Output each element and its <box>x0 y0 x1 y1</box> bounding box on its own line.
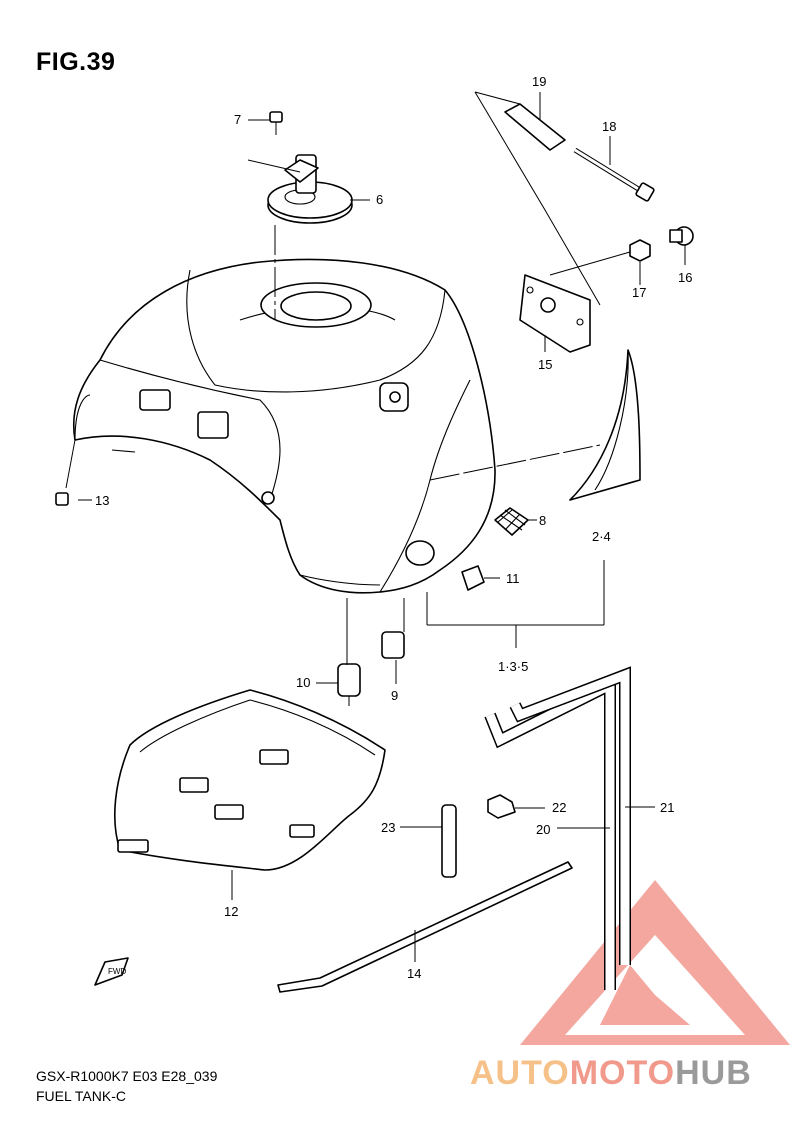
fwd-arrow-icon: FWD <box>94 957 129 986</box>
cover-line <box>429 444 601 481</box>
callout-15: 15 <box>538 357 552 372</box>
rod-14 <box>277 861 573 993</box>
fuel-tank <box>72 258 496 594</box>
callout-2-4: 2·4 <box>592 529 611 544</box>
side-cover <box>569 349 641 501</box>
clamp-22 <box>487 794 516 819</box>
assembly-line-17 <box>549 251 631 276</box>
callout-10: 10 <box>296 675 310 690</box>
clip-23 <box>441 804 457 878</box>
hose-19 <box>504 103 566 151</box>
callout-7: 7 <box>234 112 241 127</box>
callout-labels: 7 6 19 18 16 17 15 8 2·4 11 13 1·3·5 10 … <box>95 74 692 981</box>
watermark-part-2: MOTO <box>569 1054 676 1092</box>
callout-9: 9 <box>391 688 398 703</box>
bolt-16 <box>669 226 694 246</box>
watermark-logo <box>520 880 790 1045</box>
watermark-part-1: AUTO <box>470 1054 570 1092</box>
callout-11: 11 <box>506 571 520 586</box>
bolt-18 <box>573 147 655 202</box>
fwd-label: FWD <box>108 967 126 976</box>
footer-model: GSX-R1000K7 E03 E28_039 <box>36 1068 218 1084</box>
bolt-13 <box>55 439 76 506</box>
callout-19: 19 <box>532 74 546 89</box>
damper-10 <box>337 663 361 706</box>
mat-12 <box>114 689 386 900</box>
fuel-cap-assembly <box>247 154 353 224</box>
watermark-part-3: HUB <box>675 1054 752 1092</box>
callout-23: 23 <box>381 820 395 835</box>
callout-14: 14 <box>407 966 421 981</box>
bracket-15 <box>519 274 591 353</box>
callout-21: 21 <box>660 800 674 815</box>
watermark-brand: AUTOMOTOHUB <box>470 1054 752 1093</box>
nut-17 <box>629 239 651 262</box>
leader-lines <box>78 92 686 829</box>
bolt-7 <box>269 111 283 135</box>
figure-title: FIG.39 <box>36 48 116 76</box>
mesh-8 <box>494 507 529 536</box>
callout-8: 8 <box>539 513 546 528</box>
callout-13: 13 <box>95 493 109 508</box>
cushion-11 <box>461 565 485 591</box>
callout-17: 17 <box>632 285 646 300</box>
assembly-lines <box>474 91 601 306</box>
cushion-9 <box>381 631 405 659</box>
callout-6: 6 <box>376 192 383 207</box>
callout-12: 12 <box>224 904 238 919</box>
callout-22: 22 <box>552 800 566 815</box>
callout-18: 18 <box>602 119 616 134</box>
footer-name: FUEL TANK-C <box>36 1088 126 1104</box>
callout-20: 20 <box>536 822 550 837</box>
hose-20-21 <box>484 666 631 990</box>
callout-1-3-5: 1·3·5 <box>498 659 528 674</box>
callout-16: 16 <box>678 270 692 285</box>
